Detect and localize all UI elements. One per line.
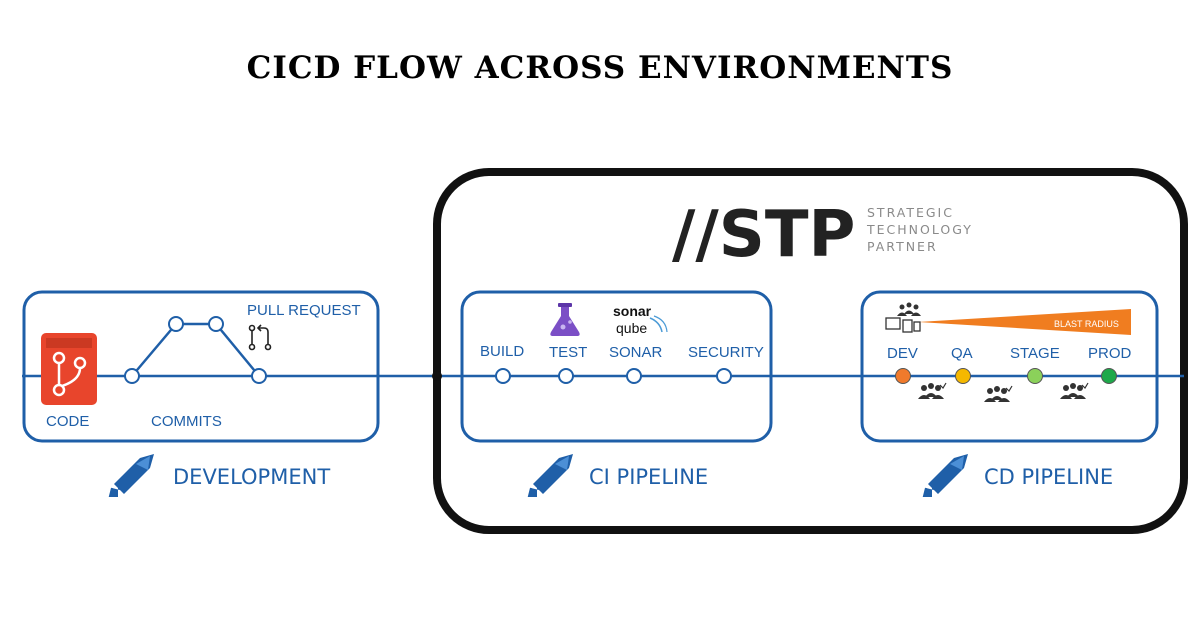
stp-logo: //STP xyxy=(672,198,855,272)
dev-node xyxy=(895,368,911,384)
dev-label: DEV xyxy=(887,345,918,362)
security-node xyxy=(716,368,732,384)
merge-node xyxy=(251,368,267,384)
stage-label: STAGE xyxy=(1010,345,1060,362)
git-repo-icon xyxy=(41,333,97,405)
qa-label: QA xyxy=(951,345,973,362)
sonar-node xyxy=(626,368,642,384)
commit-node xyxy=(124,368,140,384)
security-label: SECURITY xyxy=(688,344,764,361)
commit-node xyxy=(168,316,184,332)
sonar-label: SONAR xyxy=(609,344,663,361)
stp-tagline-line1: STRATEGIC xyxy=(867,205,954,220)
rocket-icon xyxy=(527,454,573,497)
blast-radius-label: BLAST RADIUS xyxy=(1054,319,1119,329)
users-icon xyxy=(984,385,1013,402)
rocket-icon xyxy=(108,454,154,497)
devices-icon xyxy=(885,302,921,333)
test-node xyxy=(558,368,574,384)
pull-request-label: PULL REQUEST xyxy=(247,302,361,319)
users-icon xyxy=(1060,382,1089,399)
page-title: CICD FLOW ACROSS ENVIRONMENTS xyxy=(246,50,954,86)
frame-junction-dot xyxy=(432,371,442,381)
qa-node xyxy=(955,368,971,384)
svg-text:qube: qube xyxy=(616,320,647,336)
prod-label: PROD xyxy=(1088,345,1132,362)
development-box xyxy=(22,290,380,443)
development-section-label: DEVELOPMENT xyxy=(173,465,330,489)
stp-tagline-line2: TECHNOLOGY xyxy=(866,222,973,237)
flask-icon xyxy=(550,303,580,336)
ci-section-label: CI PIPELINE xyxy=(589,465,708,489)
sonarqube-icon: sonar qube xyxy=(613,303,668,336)
svg-text:sonar: sonar xyxy=(613,303,652,319)
blast-radius-wedge xyxy=(918,309,1131,335)
code-label: CODE xyxy=(46,413,89,430)
commits-label: COMMITS xyxy=(151,413,222,430)
ci-box xyxy=(460,290,773,443)
rocket-icon xyxy=(922,454,968,497)
test-label: TEST xyxy=(549,344,587,361)
stage-node xyxy=(1027,368,1043,384)
build-label: BUILD xyxy=(480,343,524,360)
commit-node xyxy=(208,316,224,332)
users-icon xyxy=(918,382,947,399)
build-node xyxy=(495,368,511,384)
commit-branch-path xyxy=(131,322,260,377)
cd-section-label: CD PIPELINE xyxy=(984,465,1113,489)
stp-tagline-line3: PARTNER xyxy=(867,239,938,254)
stp-frame xyxy=(433,168,1188,534)
prod-node xyxy=(1101,368,1117,384)
pull-request-icon xyxy=(248,324,272,351)
